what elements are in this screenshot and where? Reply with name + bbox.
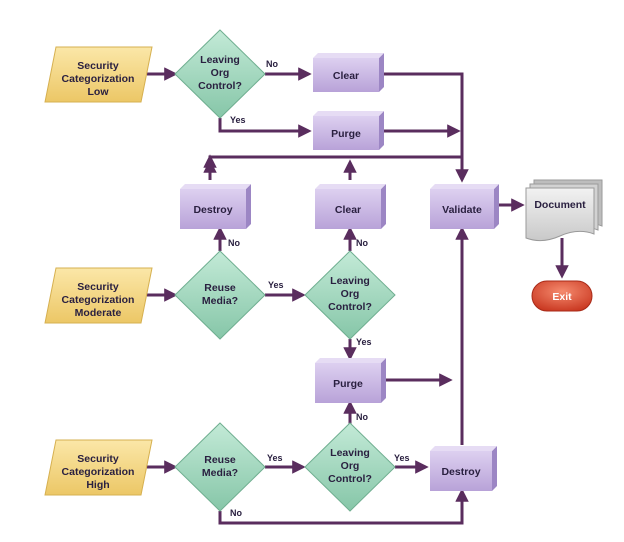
edge-label-yes: Yes xyxy=(268,280,284,290)
svg-text:Control?: Control? xyxy=(198,80,242,92)
output-exit: Exit xyxy=(531,280,593,312)
input-security-low: Security Categorization Low xyxy=(44,46,153,103)
svg-text:Media?: Media? xyxy=(202,467,238,479)
edge-label-no: No xyxy=(230,508,242,518)
svg-text:Destroy: Destroy xyxy=(193,204,232,216)
edge-labels: No Yes No Yes No Yes No Yes Yes No xyxy=(228,59,410,518)
edge-label-no: No xyxy=(228,238,240,248)
svg-text:Org: Org xyxy=(211,67,230,79)
svg-text:Control?: Control? xyxy=(328,301,372,313)
process-clear-low: Clear xyxy=(313,53,384,92)
svg-text:Security: Security xyxy=(77,453,119,465)
process-validate: Validate xyxy=(430,184,499,229)
svg-text:Low: Low xyxy=(88,86,110,98)
input-security-high: Security Categorization High xyxy=(44,439,153,496)
decision-leaving-org-high: Leaving Org Control? xyxy=(304,422,396,512)
svg-text:Leaving: Leaving xyxy=(330,447,370,459)
svg-text:Moderate: Moderate xyxy=(75,307,122,319)
process-destroy-high: Destroy xyxy=(430,446,497,491)
process-purge-low: Purge xyxy=(313,111,384,150)
svg-text:Leaving: Leaving xyxy=(200,54,240,66)
svg-text:Security: Security xyxy=(77,281,119,293)
decision-leaving-org-low: Leaving Org Control? xyxy=(174,29,266,119)
connectors xyxy=(147,67,569,525)
svg-text:Control?: Control? xyxy=(328,473,372,485)
svg-text:Media?: Media? xyxy=(202,295,238,307)
edge-label-no: No xyxy=(356,412,368,422)
edge-label-yes: Yes xyxy=(356,337,372,347)
svg-text:Org: Org xyxy=(341,288,360,300)
process-destroy-moderate: Destroy xyxy=(180,184,251,229)
svg-text:Clear: Clear xyxy=(333,70,359,82)
decision-reuse-media-high: Reuse Media? xyxy=(174,422,266,512)
svg-text:High: High xyxy=(86,479,109,491)
input-security-moderate: Security Categorization Moderate xyxy=(44,267,153,324)
edge-label-yes: Yes xyxy=(267,453,283,463)
process-purge-moderate: Purge xyxy=(315,358,386,403)
edge-label-no: No xyxy=(356,238,368,248)
svg-text:Reuse: Reuse xyxy=(204,454,236,466)
svg-text:Categorization: Categorization xyxy=(62,466,135,478)
decision-reuse-media-moderate: Reuse Media? xyxy=(174,250,266,340)
svg-text:Categorization: Categorization xyxy=(62,73,135,85)
svg-text:Reuse: Reuse xyxy=(204,282,236,294)
svg-text:Document: Document xyxy=(534,199,586,211)
process-clear-moderate: Clear xyxy=(315,184,386,229)
svg-text:Exit: Exit xyxy=(552,291,572,303)
svg-text:Categorization: Categorization xyxy=(62,294,135,306)
edge-label-yes: Yes xyxy=(230,115,246,125)
svg-text:Validate: Validate xyxy=(442,204,482,216)
edge-label-yes: Yes xyxy=(394,453,410,463)
svg-text:Destroy: Destroy xyxy=(441,466,480,478)
svg-text:Org: Org xyxy=(341,460,360,472)
svg-text:Leaving: Leaving xyxy=(330,275,370,287)
decision-leaving-org-moderate: Leaving Org Control? xyxy=(304,250,396,340)
output-document: Document xyxy=(525,179,603,242)
svg-text:Purge: Purge xyxy=(333,378,363,390)
svg-text:Clear: Clear xyxy=(335,204,361,216)
svg-text:Purge: Purge xyxy=(331,128,361,140)
svg-text:Security: Security xyxy=(77,60,119,72)
edge-label-no: No xyxy=(266,59,278,69)
